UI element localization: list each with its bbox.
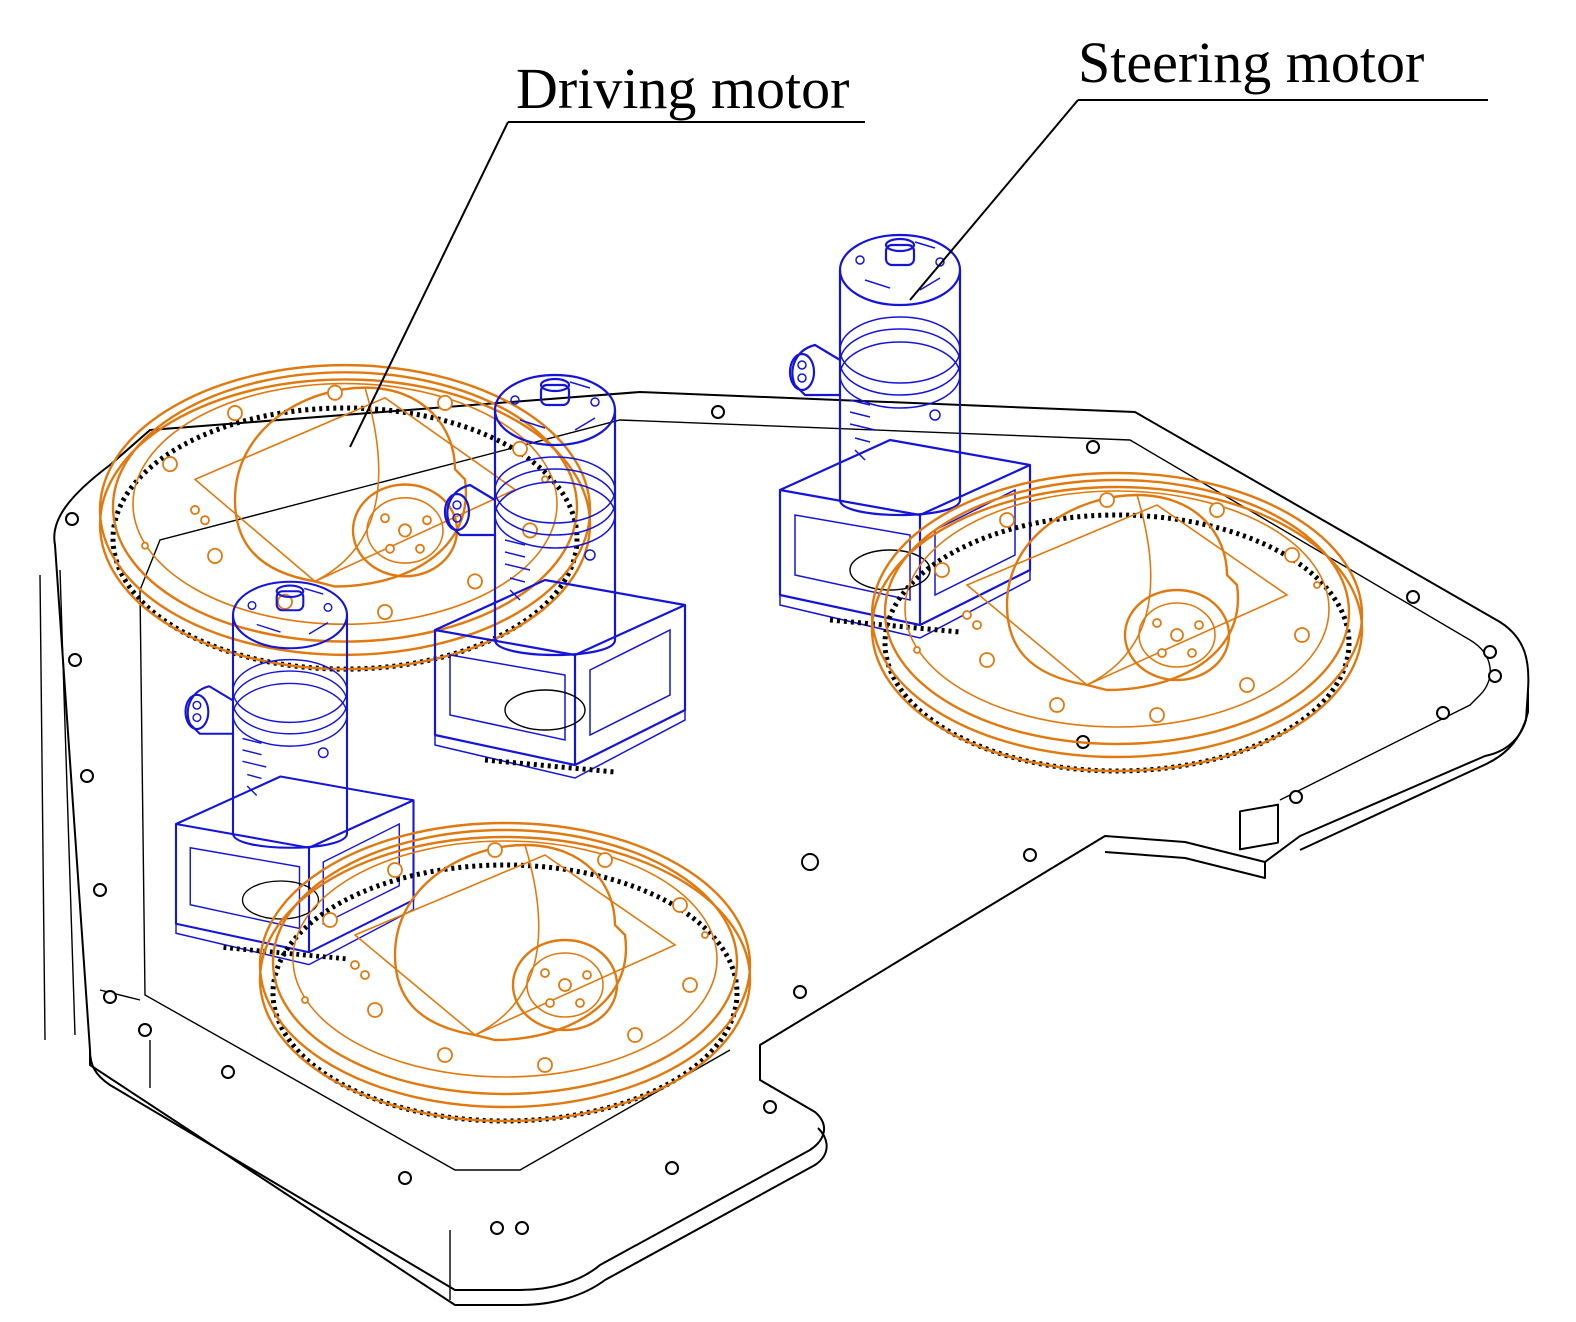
wheel-module-front	[260, 823, 750, 1121]
wheel-module-right	[872, 473, 1362, 771]
steering-motor-label: Steering motor	[1078, 30, 1424, 95]
chassis-plate	[39, 391, 1530, 1306]
motor-assembly-right	[780, 235, 1030, 638]
callout-driving-motor: Driving motor	[349, 56, 865, 448]
driving-motor-label: Driving motor	[516, 56, 849, 121]
driving-motor-leader	[349, 121, 509, 448]
steering-motor-leader	[909, 99, 1079, 301]
callout-steering-motor: Steering motor	[909, 30, 1488, 301]
mounting-holes	[65, 405, 1502, 1235]
